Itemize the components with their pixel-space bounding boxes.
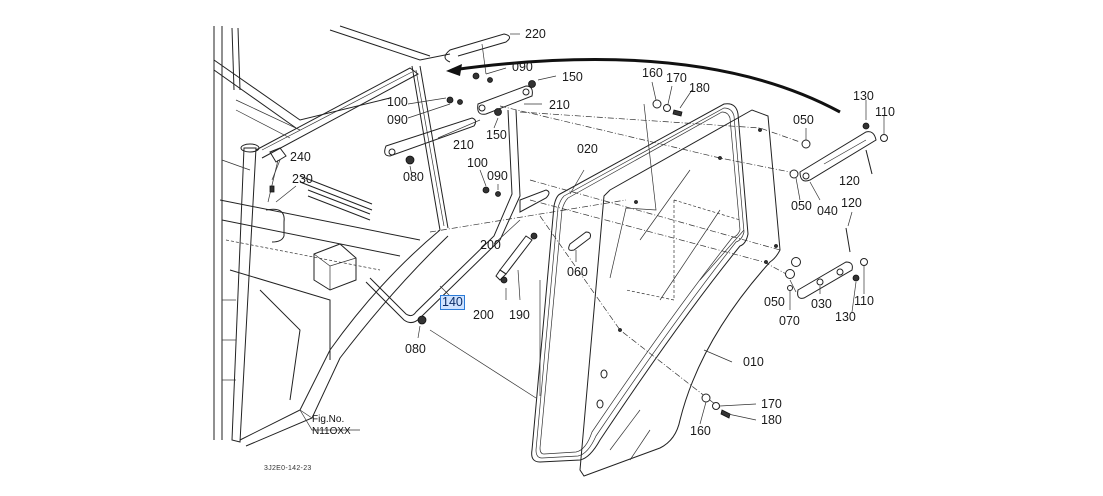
callout-170[interactable]: 170 xyxy=(761,397,782,411)
callout-leaders xyxy=(271,33,885,431)
callout-160[interactable]: 160 xyxy=(642,66,663,80)
figure-label: Fig.No. xyxy=(312,414,345,425)
callout-120[interactable]: 120 xyxy=(839,174,860,188)
callout-230[interactable]: 230 xyxy=(292,172,313,186)
callout-060[interactable]: 060 xyxy=(567,265,588,279)
arrow-head-icon xyxy=(446,64,462,76)
callout-200[interactable]: 200 xyxy=(480,238,501,252)
callout-020[interactable]: 020 xyxy=(577,142,598,156)
callout-130[interactable]: 130 xyxy=(853,89,874,103)
assembly-direction-arrow xyxy=(451,58,841,114)
callout-050[interactable]: 050 xyxy=(764,295,785,309)
lower-hinge xyxy=(785,227,868,299)
callout-100[interactable]: 100 xyxy=(467,156,488,170)
callout-110[interactable]: 110 xyxy=(854,294,874,308)
callout-150[interactable]: 150 xyxy=(486,128,507,142)
callout-090[interactable]: 090 xyxy=(487,169,508,183)
cab-frame xyxy=(213,25,451,447)
callout-210[interactable]: 210 xyxy=(549,98,570,112)
door-glass-assembly xyxy=(429,103,801,477)
callout-210[interactable]: 210 xyxy=(453,138,474,152)
callout-040[interactable]: 040 xyxy=(817,204,838,218)
callout-030[interactable]: 030 xyxy=(811,297,832,311)
callout-150[interactable]: 150 xyxy=(562,70,583,84)
callout-170[interactable]: 170 xyxy=(666,71,687,85)
callout-190[interactable]: 190 xyxy=(509,308,530,322)
callout-050[interactable]: 050 xyxy=(791,199,812,213)
callout-160[interactable]: 160 xyxy=(690,424,711,438)
stay-arm-assembly xyxy=(365,33,591,325)
callout-220[interactable]: 220 xyxy=(525,27,546,41)
callout-070[interactable]: 070 xyxy=(779,314,800,328)
callout-090[interactable]: 090 xyxy=(387,113,408,127)
callout-120[interactable]: 120 xyxy=(841,196,862,210)
callout-080[interactable]: 080 xyxy=(403,170,424,184)
callout-110[interactable]: 110 xyxy=(875,105,895,119)
callout-200[interactable]: 200 xyxy=(473,308,494,322)
callout-080[interactable]: 080 xyxy=(405,342,426,356)
callout-050[interactable]: 050 xyxy=(793,113,814,127)
upper-hinge xyxy=(789,122,888,182)
callout-240[interactable]: 240 xyxy=(290,150,311,164)
callout-130[interactable]: 130 xyxy=(835,310,856,324)
figure-number: N11OXX xyxy=(312,426,351,437)
callout-010[interactable]: 010 xyxy=(743,355,764,369)
drawing-number: 3J2E0-142-23 xyxy=(264,465,312,472)
callout-180[interactable]: 180 xyxy=(689,81,710,95)
callout-140-selected[interactable]: 140 xyxy=(440,295,465,310)
callout-180[interactable]: 180 xyxy=(761,413,782,427)
callout-100[interactable]: 100 xyxy=(387,95,408,109)
callout-090[interactable]: 090 xyxy=(512,60,533,74)
